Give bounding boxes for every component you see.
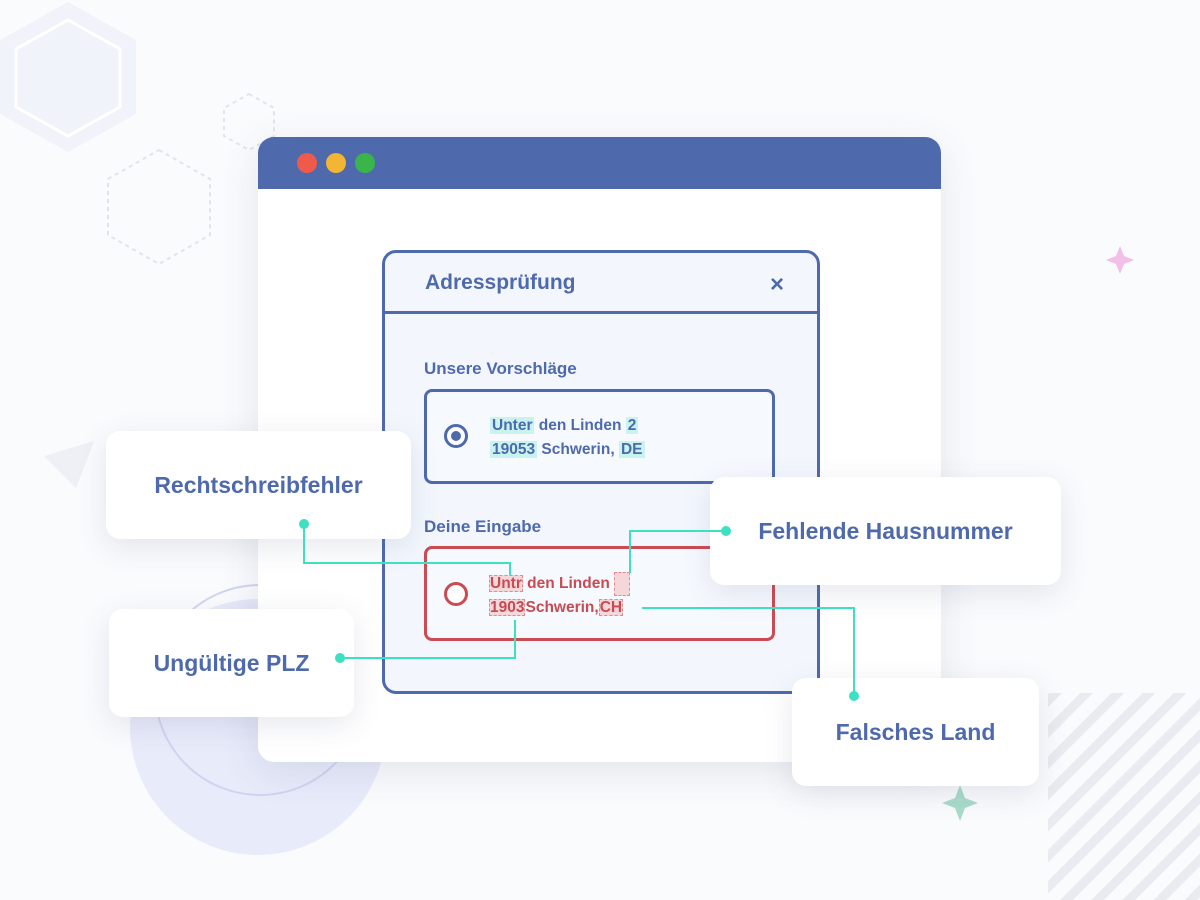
close-icon[interactable]: ×: [770, 271, 785, 298]
triangle-shape: [44, 441, 94, 488]
callout-missing-house-number: Fehlende Hausnummer: [710, 477, 1061, 585]
suggestion-city: Schwerin,: [541, 441, 615, 458]
callout-spelling-error: Rechtschreibfehler: [106, 431, 411, 539]
suggestion-radio-selected[interactable]: [444, 424, 468, 448]
input-street-error-highlight: Untr: [489, 575, 523, 592]
window-maximize-dot-icon[interactable]: [355, 153, 375, 173]
sparkle-green-icon: [942, 785, 978, 821]
input-house-number-error-highlight: [614, 572, 631, 596]
suggestion-house-number-highlight: 2: [625, 417, 639, 434]
dialog-divider: [385, 311, 817, 314]
input-city: Schwerin,: [525, 599, 599, 616]
suggestion-address-line-1: Unter den Linden 2: [490, 414, 639, 438]
suggestion-country-highlight: DE: [618, 441, 645, 458]
input-postal-code-error-highlight: 1903: [489, 599, 526, 616]
suggestion-address-line-2: 19053 Schwerin, DE: [490, 438, 645, 462]
suggestion-postal-code-highlight: 19053: [490, 441, 538, 458]
suggestion-option[interactable]: Unter den Linden 2 19053 Schwerin, DE: [424, 389, 775, 484]
hexagon-large-inner-shape: [14, 18, 122, 138]
sparkle-pink-icon: [1106, 246, 1134, 274]
input-radio-unselected[interactable]: [444, 582, 468, 606]
input-address-line-2: 1903Schwerin,CH: [489, 596, 624, 620]
callout-invalid-postal-code: Ungültige PLZ: [109, 609, 354, 717]
input-street-rest: den Linden: [527, 575, 610, 592]
hexagon-medium-dashed-shape: [107, 148, 211, 266]
input-country-error-highlight: CH: [598, 599, 624, 616]
window-close-dot-icon[interactable]: [297, 153, 317, 173]
suggestion-street-rest: den Linden: [538, 417, 622, 434]
suggestion-street-highlight: Unter: [490, 417, 535, 434]
hexagon-large-shape: [0, 2, 136, 152]
input-address-line-1: Untr den Linden: [489, 572, 631, 596]
callout-wrong-country: Falsches Land: [792, 678, 1039, 786]
dialog-title: Adressprüfung: [425, 271, 576, 294]
suggestions-label: Unsere Vorschläge: [424, 359, 577, 378]
input-label: Deine Eingabe: [424, 517, 542, 536]
stripes-shape: [1048, 693, 1200, 900]
window-minimize-dot-icon[interactable]: [326, 153, 346, 173]
